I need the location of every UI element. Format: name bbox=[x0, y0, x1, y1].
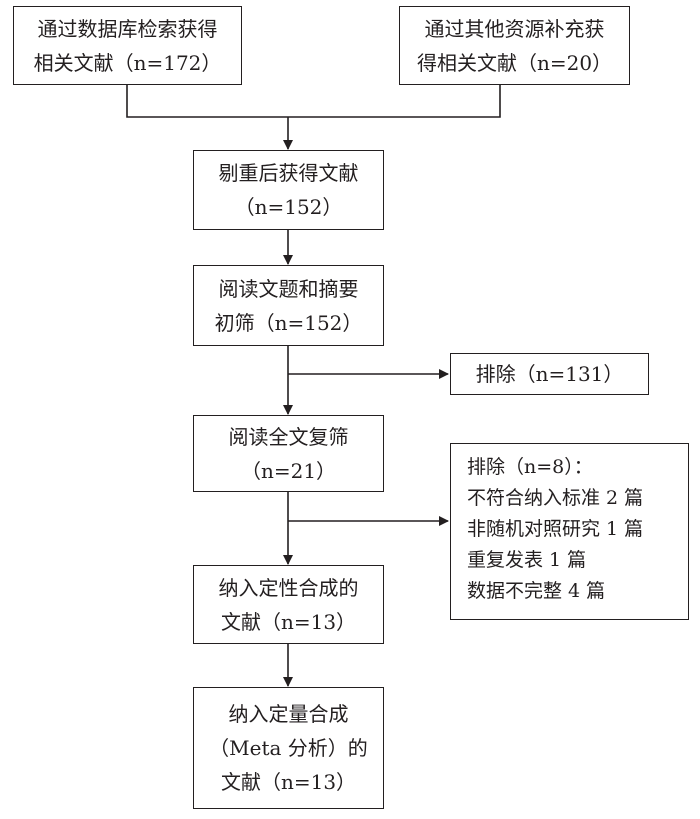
box-line: （n=21） bbox=[240, 458, 337, 483]
box-line: 阅读全文复筛 bbox=[228, 424, 349, 449]
box-line: 相关文献（n=172） bbox=[33, 50, 222, 75]
box-line: （n=152） bbox=[234, 195, 343, 219]
box-line: 数据不完整 4 篇 bbox=[467, 580, 606, 602]
connector-other-merge bbox=[288, 85, 501, 118]
box-database-records: 通过数据库检索获得 相关文献（n=172） bbox=[13, 6, 242, 85]
box-line: 排除（n=131） bbox=[475, 362, 624, 386]
box-full-text-screening: 阅读全文复筛 （n=21） bbox=[193, 415, 384, 492]
box-line: 文献（n=13） bbox=[220, 770, 357, 794]
box-line: 纳入定性合成的 bbox=[218, 575, 359, 600]
box-line: 阅读文题和摘要 bbox=[218, 276, 359, 301]
box-line: 纳入定量合成 bbox=[228, 702, 349, 726]
box-line: 重复发表 1 篇 bbox=[467, 549, 587, 571]
box-line: 非随机对照研究 1 篇 bbox=[467, 518, 644, 540]
box-quantitative-synthesis: 纳入定量合成 （Meta 分析）的 文献（n=13） bbox=[193, 687, 384, 809]
box-line: 得相关文献（n=20） bbox=[416, 50, 613, 75]
box-excluded-first: 排除（n=131） bbox=[450, 353, 649, 395]
box-line: 通过其他资源补充获 bbox=[424, 16, 605, 41]
box-line: 文献（n=13） bbox=[220, 609, 357, 634]
box-line: 排除（n=8）： bbox=[467, 456, 593, 478]
box-line: 通过数据库检索获得 bbox=[37, 16, 218, 41]
connector-database-merge bbox=[126, 85, 288, 118]
box-line: （Meta 分析）的 bbox=[209, 736, 368, 760]
box-title-abstract-screening: 阅读文题和摘要 初筛（n=152） bbox=[193, 265, 384, 346]
box-qualitative-synthesis: 纳入定性合成的 文献（n=13） bbox=[193, 565, 384, 644]
box-line: 剔重后获得文献 bbox=[218, 161, 359, 185]
box-after-deduplication: 剔重后获得文献 （n=152） bbox=[193, 150, 384, 230]
box-other-sources: 通过其他资源补充获 得相关文献（n=20） bbox=[399, 6, 630, 85]
box-line: 初筛（n=152） bbox=[214, 310, 363, 335]
box-excluded-second: 排除（n=8）： 不符合纳入标准 2 篇 非随机对照研究 1 篇 重复发表 1 … bbox=[450, 443, 689, 620]
box-line: 不符合纳入标准 2 篇 bbox=[467, 487, 644, 509]
